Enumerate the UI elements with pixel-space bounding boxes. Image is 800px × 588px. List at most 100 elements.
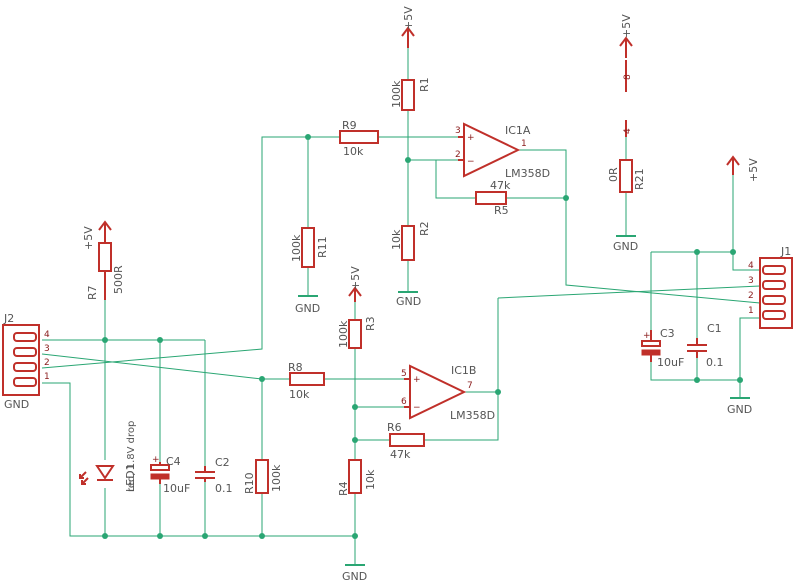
vcc-label: +5V xyxy=(82,226,95,250)
gnd-label: GND xyxy=(396,295,421,308)
ic1a-plus-pin-mark: + xyxy=(467,133,475,143)
c3-value: 10uF xyxy=(657,356,684,369)
junction xyxy=(495,389,501,395)
r3-value: 100k xyxy=(337,320,350,348)
vcc-arrow-icon xyxy=(726,155,740,175)
junction xyxy=(730,249,736,255)
j1-pin4: 4 xyxy=(748,261,754,271)
j2-pin1: 1 xyxy=(44,372,50,382)
c1-value: 0.1 xyxy=(706,356,724,369)
labels: +5V +5V +5V +5V +5V GND GND GND GND GND … xyxy=(3,6,791,583)
r11-ref: R11 xyxy=(316,236,329,258)
resistor-r6 xyxy=(389,433,425,447)
r11-value: 100k xyxy=(290,234,303,262)
junction xyxy=(352,437,358,443)
vcc-arrow-icon xyxy=(348,286,362,302)
r21-value: 0R xyxy=(607,167,620,182)
r2-ref: R2 xyxy=(418,221,431,236)
c3-ref: C3 xyxy=(660,327,675,340)
gnd-label: GND xyxy=(727,403,752,416)
ic1b-pin5: 5 xyxy=(401,369,407,379)
power-symbols xyxy=(98,26,750,566)
r21-pin4: 4 xyxy=(623,128,633,134)
ic1b-minus-pin-mark: − xyxy=(413,403,421,413)
c4-value: 10uF xyxy=(163,482,190,495)
capacitor-c1 xyxy=(687,338,707,358)
ic1a-ref: IC1A xyxy=(505,124,531,137)
r5-value: 47k xyxy=(490,179,511,192)
vcc-arrow-icon xyxy=(98,220,112,240)
r8-value: 10k xyxy=(289,388,310,401)
r4-value: 10k xyxy=(364,469,377,490)
connector-j2: 4 3 2 1 xyxy=(2,324,50,396)
wire-j2-pin2-to-r9 xyxy=(41,136,340,369)
ic1b-ref: IC1B xyxy=(451,364,476,377)
ic1a-pin3: 3 xyxy=(455,126,461,136)
r9-ref: R9 xyxy=(342,119,357,132)
r7-ref: R7 xyxy=(86,285,99,300)
r21-ref: R21 xyxy=(633,168,646,190)
j2-pin2: 2 xyxy=(44,358,50,368)
j1-pin3: 3 xyxy=(748,276,754,286)
c4-plus-mark: + xyxy=(152,455,160,465)
junction xyxy=(694,377,700,383)
junction xyxy=(202,533,208,539)
r2-value: 10k xyxy=(390,229,403,250)
wire-r6-right xyxy=(424,391,499,441)
junction xyxy=(102,337,108,343)
wire-j2-pin1-gnd xyxy=(42,382,355,537)
led1-note: red, 1.8V drop xyxy=(126,421,137,492)
led1-ref: LED1 xyxy=(124,463,137,492)
resistor-r3 xyxy=(348,319,362,349)
c2-ref: C2 xyxy=(215,456,230,469)
ic1b-plus-pin-mark: + xyxy=(413,375,421,385)
vcc-arrow-icon xyxy=(619,36,633,58)
ic1a-minus-pin-mark: − xyxy=(467,157,475,167)
junction xyxy=(694,249,700,255)
led1-icon xyxy=(79,465,115,485)
junction xyxy=(352,533,358,539)
j1-pin2: 2 xyxy=(748,291,754,301)
connector-j1: 4 3 2 1 xyxy=(748,257,793,329)
junction xyxy=(259,376,265,382)
junction xyxy=(102,533,108,539)
j2-ref: J2 xyxy=(3,312,14,325)
wire-j1-pin3 xyxy=(497,285,761,299)
r9-value: 10k xyxy=(343,145,364,158)
r4-ref: R4 xyxy=(337,481,350,496)
j1-ref: J1 xyxy=(780,245,791,258)
resistor-r7 xyxy=(98,242,112,272)
resistor-r9 xyxy=(339,130,379,144)
opamp-ic1a: + − 3 2 1 xyxy=(455,122,527,178)
r10-ref: R10 xyxy=(243,472,256,494)
r3-ref: R3 xyxy=(364,316,377,331)
resistor-r8 xyxy=(289,372,325,386)
capacitor-c2 xyxy=(195,466,215,482)
junction xyxy=(737,377,743,383)
ic1b-pin6: 6 xyxy=(401,397,407,407)
ic1b-value: LM358D xyxy=(450,409,495,422)
vcc-label: +5V xyxy=(349,266,362,290)
opamp-ic1b: + − 5 6 7 xyxy=(401,364,473,420)
r1-ref: R1 xyxy=(418,77,431,92)
resistor-r4 xyxy=(348,459,362,494)
gnd-label: GND xyxy=(342,570,367,583)
j1-pin1: 1 xyxy=(748,306,754,316)
resistor-r5 xyxy=(475,191,507,205)
vcc-label: +5V xyxy=(402,6,415,30)
c2-value: 0.1 xyxy=(215,482,233,495)
vcc-label: +5V xyxy=(747,158,760,182)
capacitor-c3-electrolytic: + xyxy=(641,330,661,362)
r6-value: 47k xyxy=(390,448,411,461)
junction xyxy=(305,134,311,140)
resistor-r10 xyxy=(255,459,269,494)
r21-pin8: 8 xyxy=(623,74,633,80)
resistors xyxy=(98,79,633,494)
capacitors: + + xyxy=(150,330,707,484)
resistor-r21 xyxy=(619,159,633,193)
junction xyxy=(157,533,163,539)
r6-ref: R6 xyxy=(387,421,402,434)
junction xyxy=(352,404,358,410)
